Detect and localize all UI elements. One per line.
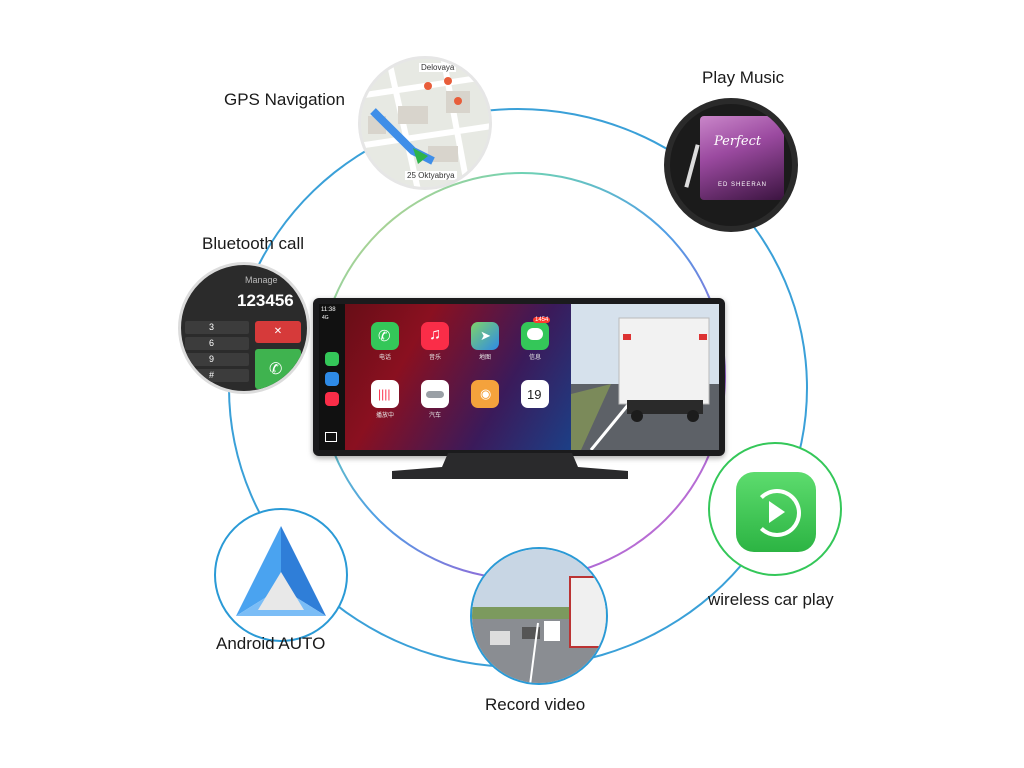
music-bubble[interactable]: Perfect ED SHEERAN — [664, 98, 798, 232]
app-label-messages: 信息 — [528, 355, 541, 361]
message-icon — [527, 328, 543, 340]
android-auto-label: Android AUTO — [216, 634, 326, 653]
bluetooth-call-label: Bluetooth call — [202, 234, 305, 253]
android-auto-bubble[interactable] — [214, 508, 348, 642]
status-network: 4G — [322, 315, 329, 321]
app-music[interactable]: ♫ — [421, 322, 449, 350]
side-dock: 11:38 4G — [319, 304, 345, 450]
delete-button[interactable]: ✕ — [255, 321, 301, 343]
dashcam-view — [571, 304, 719, 450]
dock-music-icon[interactable] — [325, 392, 339, 406]
call-button[interactable]: ✆ — [255, 349, 301, 389]
app-now-playing[interactable]: |||| — [371, 380, 399, 408]
maps-icon: ➤ — [480, 328, 491, 343]
dashcam-road-image — [571, 304, 719, 450]
dial-key-9[interactable]: 9 — [185, 353, 249, 366]
app-car[interactable] — [421, 380, 449, 408]
car-icon — [426, 391, 444, 398]
dial-key-label: 9 — [209, 354, 215, 364]
phone-icon: ✆ — [378, 328, 391, 345]
music-note-icon: ♫ — [429, 326, 441, 343]
gps-map-bubble[interactable]: Delovaya 25 Oktyabrya — [358, 56, 492, 190]
android-auto-icon — [236, 526, 326, 616]
podcast-icon: ◉ — [480, 386, 492, 401]
dialed-number: 123456 — [237, 291, 294, 310]
phone-icon: ✆ — [269, 361, 283, 378]
status-time: 11:38 — [321, 307, 336, 313]
wireless-carplay-label: wireless car play — [708, 590, 834, 609]
carplay-bubble[interactable] — [708, 442, 842, 576]
record-video-bubble[interactable] — [470, 547, 608, 685]
play-music-label: Play Music — [702, 68, 785, 87]
app-podcasts[interactable]: ◉ — [471, 380, 499, 408]
record-video-image — [472, 549, 606, 683]
record-video-label: Record video — [485, 695, 586, 714]
dock-maps-icon[interactable] — [325, 372, 339, 386]
app-label-now-playing: 播放中 — [375, 413, 394, 419]
app-label-car: 汽车 — [428, 413, 441, 419]
bluetooth-bubble[interactable]: Manage 123456 3 6 9 # ✕ ✆ — [178, 262, 310, 394]
app-label-phone: 电话 — [378, 355, 391, 361]
map-street-top: Delovaya — [419, 63, 457, 72]
device-mount — [392, 453, 628, 479]
dial-key-label: # — [209, 370, 215, 380]
calendar-date: 19 — [527, 387, 542, 402]
dial-key-3[interactable]: 3 — [185, 321, 249, 334]
album-title: Perfect — [714, 134, 762, 149]
app-calendar[interactable]: 19 — [521, 380, 549, 408]
album-subtitle: ED SHEERAN — [718, 182, 768, 188]
now-playing-icon: |||| — [378, 387, 391, 401]
grid-menu-icon[interactable] — [325, 432, 337, 442]
play-triangle-icon — [769, 501, 785, 523]
dock-phone-icon[interactable] — [325, 352, 339, 366]
app-messages[interactable] — [521, 322, 549, 350]
app-label-music: 音乐 — [428, 355, 441, 361]
messages-badge: 1454 — [533, 317, 551, 323]
dial-key-label: 3 — [209, 322, 215, 332]
car-display-device: 11:38 4G ✆ 电话 ♫ 音乐 ➤ 地图 1454 信息 |||| 播放中… — [313, 298, 725, 456]
dialer-header: Manage — [245, 275, 278, 285]
carplay-home-screen: 11:38 4G ✆ 电话 ♫ 音乐 ➤ 地图 1454 信息 |||| 播放中… — [319, 304, 571, 450]
app-maps[interactable]: ➤ — [471, 322, 499, 350]
carplay-icon — [736, 472, 816, 552]
gps-map-image — [361, 59, 489, 187]
app-phone[interactable]: ✆ — [371, 322, 399, 350]
app-label-maps: 地图 — [478, 355, 491, 361]
tonearm-icon — [684, 144, 700, 188]
dial-key-label: 6 — [209, 338, 215, 348]
dial-key-6[interactable]: 6 — [185, 337, 249, 350]
album-art — [700, 116, 784, 200]
play-circle-icon — [753, 489, 801, 537]
gps-navigation-label: GPS Navigation — [224, 90, 345, 109]
map-street-bottom: 25 Oktyabrya — [405, 171, 457, 180]
dial-key-hash[interactable]: # — [185, 369, 249, 382]
